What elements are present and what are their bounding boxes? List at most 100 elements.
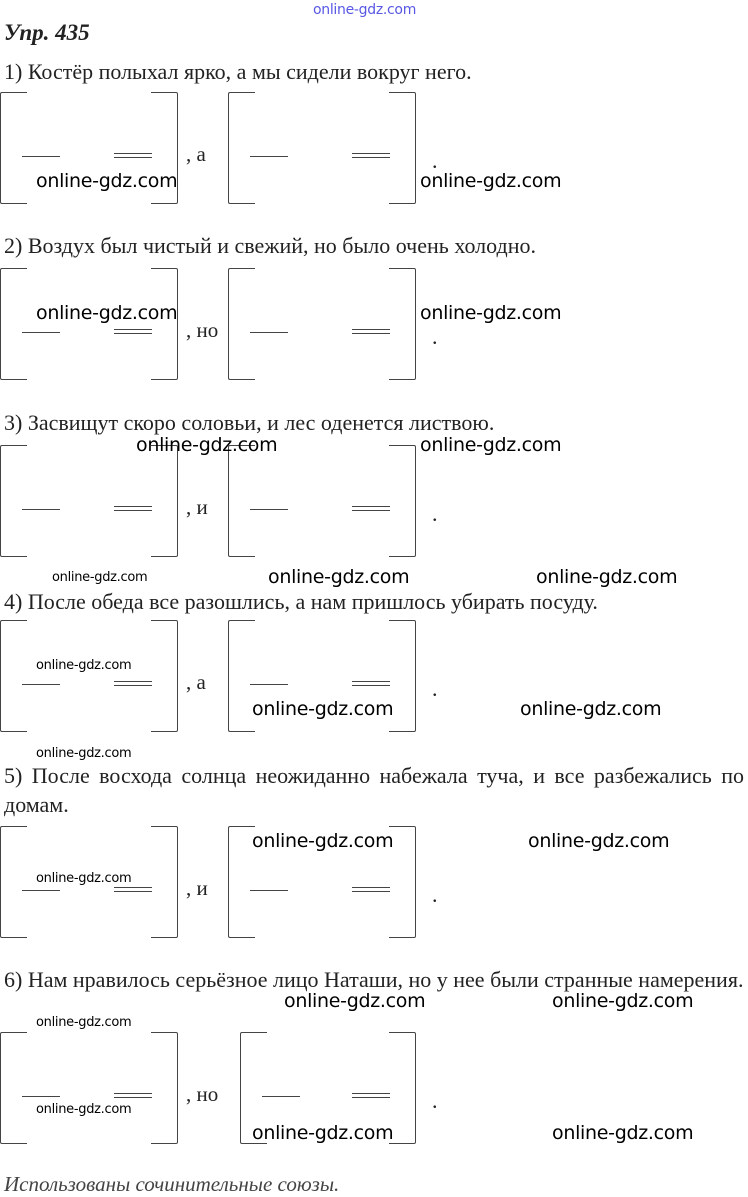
watermark: online-gdz.com	[520, 698, 662, 720]
sentence-text: 2) Воздух был чистый и свежий, но было о…	[4, 233, 536, 258]
clause-box-2	[228, 268, 416, 380]
watermark: online-gdz.com	[420, 434, 562, 456]
right-bracket	[151, 826, 178, 938]
left-bracket	[0, 445, 27, 557]
subject-line	[22, 890, 60, 891]
clause-box-1	[0, 268, 178, 380]
conjunction: , но	[186, 1082, 219, 1106]
watermark: online-gdz.com	[420, 302, 562, 324]
period: .	[432, 676, 438, 701]
left-bracket	[228, 268, 255, 380]
clause-box-2	[228, 826, 416, 938]
clause-box-1	[0, 826, 178, 938]
watermark: online-gdz.com	[36, 170, 178, 192]
clause-box-1	[0, 92, 178, 204]
clause-box-1	[0, 1032, 178, 1144]
sentence-scheme: , а.	[0, 620, 748, 735]
watermark: online-gdz.com	[36, 746, 132, 761]
predicate-line	[352, 1093, 390, 1098]
period: .	[432, 324, 438, 349]
clause-box-1	[0, 620, 178, 732]
predicate-line	[352, 681, 390, 686]
period: .	[432, 882, 438, 907]
left-bracket	[0, 826, 27, 938]
conclusion-text: Использованы сочинительные союзы.	[4, 1172, 340, 1196]
conjunction: , и	[186, 876, 208, 900]
sentence-scheme: , а.	[0, 92, 748, 207]
subject-line	[22, 332, 60, 333]
right-bracket	[389, 92, 416, 204]
predicate-line	[114, 1093, 152, 1098]
watermark: online-gdz.com	[36, 1015, 132, 1030]
right-bracket	[151, 268, 178, 380]
predicate-line	[114, 681, 152, 686]
sentence-scheme: , и.	[0, 826, 748, 941]
watermark: online-gdz.com	[252, 830, 394, 852]
watermark: online-gdz.com	[52, 570, 148, 585]
sentence-text: 4) После обеда все разошлись, а нам приш…	[4, 589, 598, 614]
subject-line	[22, 684, 60, 685]
right-bracket	[151, 1032, 178, 1144]
left-bracket	[228, 826, 255, 938]
right-bracket	[151, 92, 178, 204]
watermark: online-gdz.com	[36, 1102, 132, 1117]
conjunction: , и	[186, 495, 208, 519]
watermark: online-gdz.com	[36, 871, 132, 886]
left-bracket	[228, 92, 255, 204]
sentence-text: 6) Нам нравилось серьёзное лицо Наташи, …	[4, 967, 744, 992]
clause-box-2	[228, 92, 416, 204]
watermark: online-gdz.com	[536, 566, 678, 588]
sentence-scheme: , но.	[0, 1032, 748, 1147]
clause-box-1	[0, 445, 178, 557]
exercise-title: Упр. 435	[4, 20, 90, 45]
predicate-line	[352, 887, 390, 892]
watermark: online-gdz.com	[268, 566, 410, 588]
right-bracket	[389, 445, 416, 557]
predicate-line	[352, 329, 390, 334]
right-bracket	[389, 268, 416, 380]
subject-line	[22, 509, 60, 510]
predicate-line	[114, 329, 152, 334]
subject-line	[250, 156, 288, 157]
subject-line	[250, 332, 288, 333]
predicate-line	[114, 153, 152, 158]
sentence-text: 5) После восхода солнца неожиданно набеж…	[4, 763, 744, 817]
period: .	[432, 501, 438, 526]
conjunction: , а	[186, 142, 206, 166]
left-bracket	[0, 1032, 27, 1144]
right-bracket	[151, 620, 178, 732]
subject-line	[262, 1096, 300, 1097]
predicate-line	[352, 153, 390, 158]
subject-line	[22, 1096, 60, 1097]
predicate-line	[352, 506, 390, 511]
watermark: online-gdz.com	[36, 302, 178, 324]
sentence-scheme: , но.	[0, 268, 748, 383]
sentence-scheme: , и.	[0, 445, 748, 560]
period: .	[432, 148, 438, 173]
right-bracket	[151, 445, 178, 557]
watermark: online-gdz.com	[36, 658, 132, 673]
clause-box-2	[240, 1032, 416, 1144]
watermark: online-gdz.com	[136, 434, 278, 456]
sentence-text: 1) Костёр полыхал ярко, а мы сидели вокр…	[4, 59, 472, 84]
watermark: online-gdz.com	[552, 990, 694, 1012]
left-bracket	[228, 620, 255, 732]
period: .	[432, 1088, 438, 1113]
subject-line	[250, 509, 288, 510]
subject-line	[250, 890, 288, 891]
watermark: online-gdz.com	[313, 2, 417, 18]
subject-line	[250, 684, 288, 685]
clause-box-2	[228, 445, 416, 557]
right-bracket	[389, 826, 416, 938]
left-bracket	[0, 620, 27, 732]
clause-box-2	[228, 620, 416, 732]
watermark: online-gdz.com	[528, 830, 670, 852]
conjunction: , а	[186, 670, 206, 694]
predicate-line	[114, 506, 152, 511]
watermark: online-gdz.com	[252, 1122, 394, 1144]
right-bracket	[389, 620, 416, 732]
sentence-text: 3) Засвищут скоро соловьи, и лес оденетс…	[4, 410, 495, 435]
subject-line	[22, 156, 60, 157]
watermark: online-gdz.com	[420, 170, 562, 192]
right-bracket	[389, 1032, 416, 1144]
